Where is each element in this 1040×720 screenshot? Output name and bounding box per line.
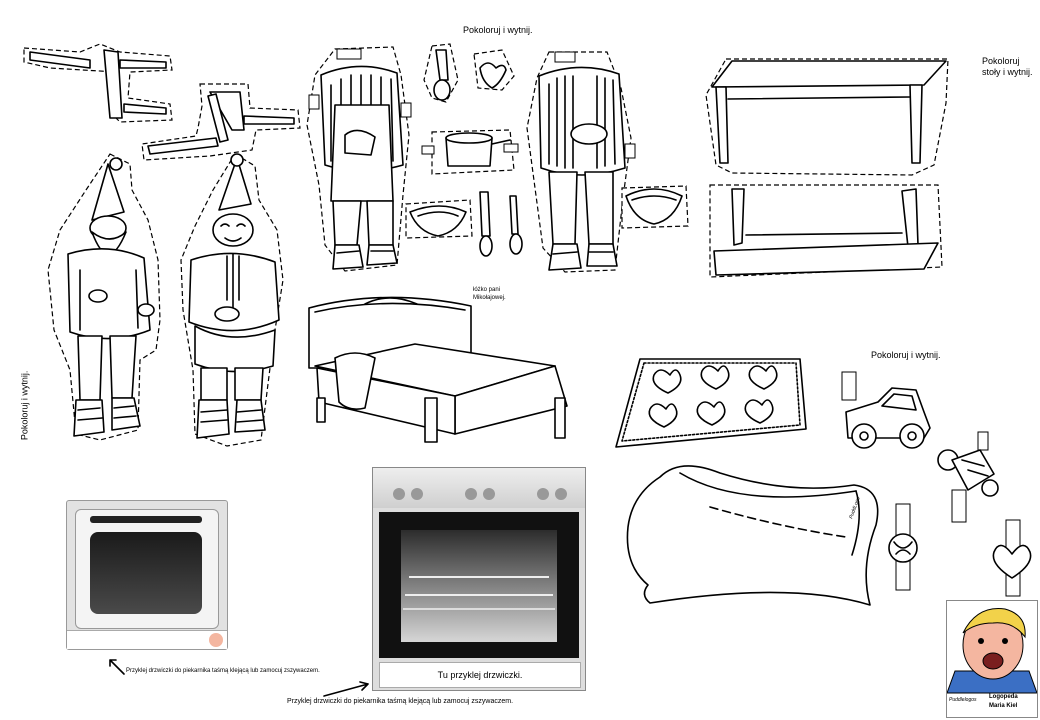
gift-sack-cutout: PuddLogo: [626, 465, 879, 606]
knob-1: [393, 488, 405, 500]
knob-5: [537, 488, 549, 500]
knob-4: [483, 488, 495, 500]
bed-illustration: [308, 296, 568, 443]
author-avatar: [947, 608, 1037, 694]
door-glue-note-small: Przyklej drzwiczki do piekarnika taśmą k…: [126, 668, 320, 674]
table-cutout: [705, 58, 949, 278]
heart-cookie-cutout: [992, 519, 1032, 597]
arrow-big-note: [323, 681, 369, 697]
knob-3: [465, 488, 477, 500]
oven-rack-3: [403, 608, 555, 610]
toy-car-cutout: [841, 371, 931, 449]
pretzel-cutout: [888, 503, 918, 591]
baking-tray-illustration: [615, 358, 807, 448]
big-oven-image: Tu przyklej drzwiczki.: [372, 467, 586, 691]
baker-mrs-claus-cutout: [526, 51, 636, 273]
color-cut-top-label: Pokoloruj i wytnij.: [463, 25, 533, 35]
doll-cutout: [937, 431, 999, 523]
big-oven-inner: [401, 530, 557, 642]
door-glue-note-big: Przyklej drzwiczki do piekarnika taśmą k…: [287, 698, 514, 705]
mrs-claus-cutout: [180, 153, 284, 447]
knob-6: [555, 488, 567, 500]
kitchen-utensils-cutouts: [405, 43, 523, 257]
author-name: Maria Kiel: [989, 703, 1018, 709]
chair-cutout-1: [23, 43, 173, 123]
baker-santa-cutout: [306, 46, 412, 272]
big-oven-control-panel: [373, 468, 585, 508]
author-avatar-box: Puddlelogos Logopeda Maria Kiel: [946, 600, 1038, 718]
small-oven-window: [90, 532, 202, 614]
door-here-strip: Tu przyklej drzwiczki.: [379, 662, 581, 688]
color-cut-vertical-label: Pokoloruj i wytnij.: [19, 370, 30, 441]
bed-label: łóżko pani Mikołajowej.: [473, 287, 506, 301]
small-oven-base: [67, 630, 227, 649]
knob-2: [411, 488, 423, 500]
author-small-text: Puddlelogos: [949, 697, 977, 703]
heart-molds: [648, 365, 778, 428]
small-oven-door: [75, 509, 219, 629]
chair-cutout-2: [141, 83, 301, 161]
oven-rack-1: [409, 576, 549, 578]
arrow-small-note: [109, 659, 125, 675]
small-oven-handle: [90, 516, 202, 523]
oven-rack-2: [405, 594, 553, 596]
small-oven-image: [66, 500, 228, 650]
santa-cutout: [47, 153, 161, 441]
small-oven-logo: [209, 633, 223, 647]
color-cut-right-label: Pokoloruj i wytnij.: [871, 350, 941, 360]
big-oven-cavity: [379, 512, 579, 658]
bowl-cutout-right: [621, 185, 689, 229]
color-tables-label: Pokoloruj stoły i wytnij.: [982, 56, 1033, 77]
author-title: Logopeda: [989, 694, 1018, 700]
